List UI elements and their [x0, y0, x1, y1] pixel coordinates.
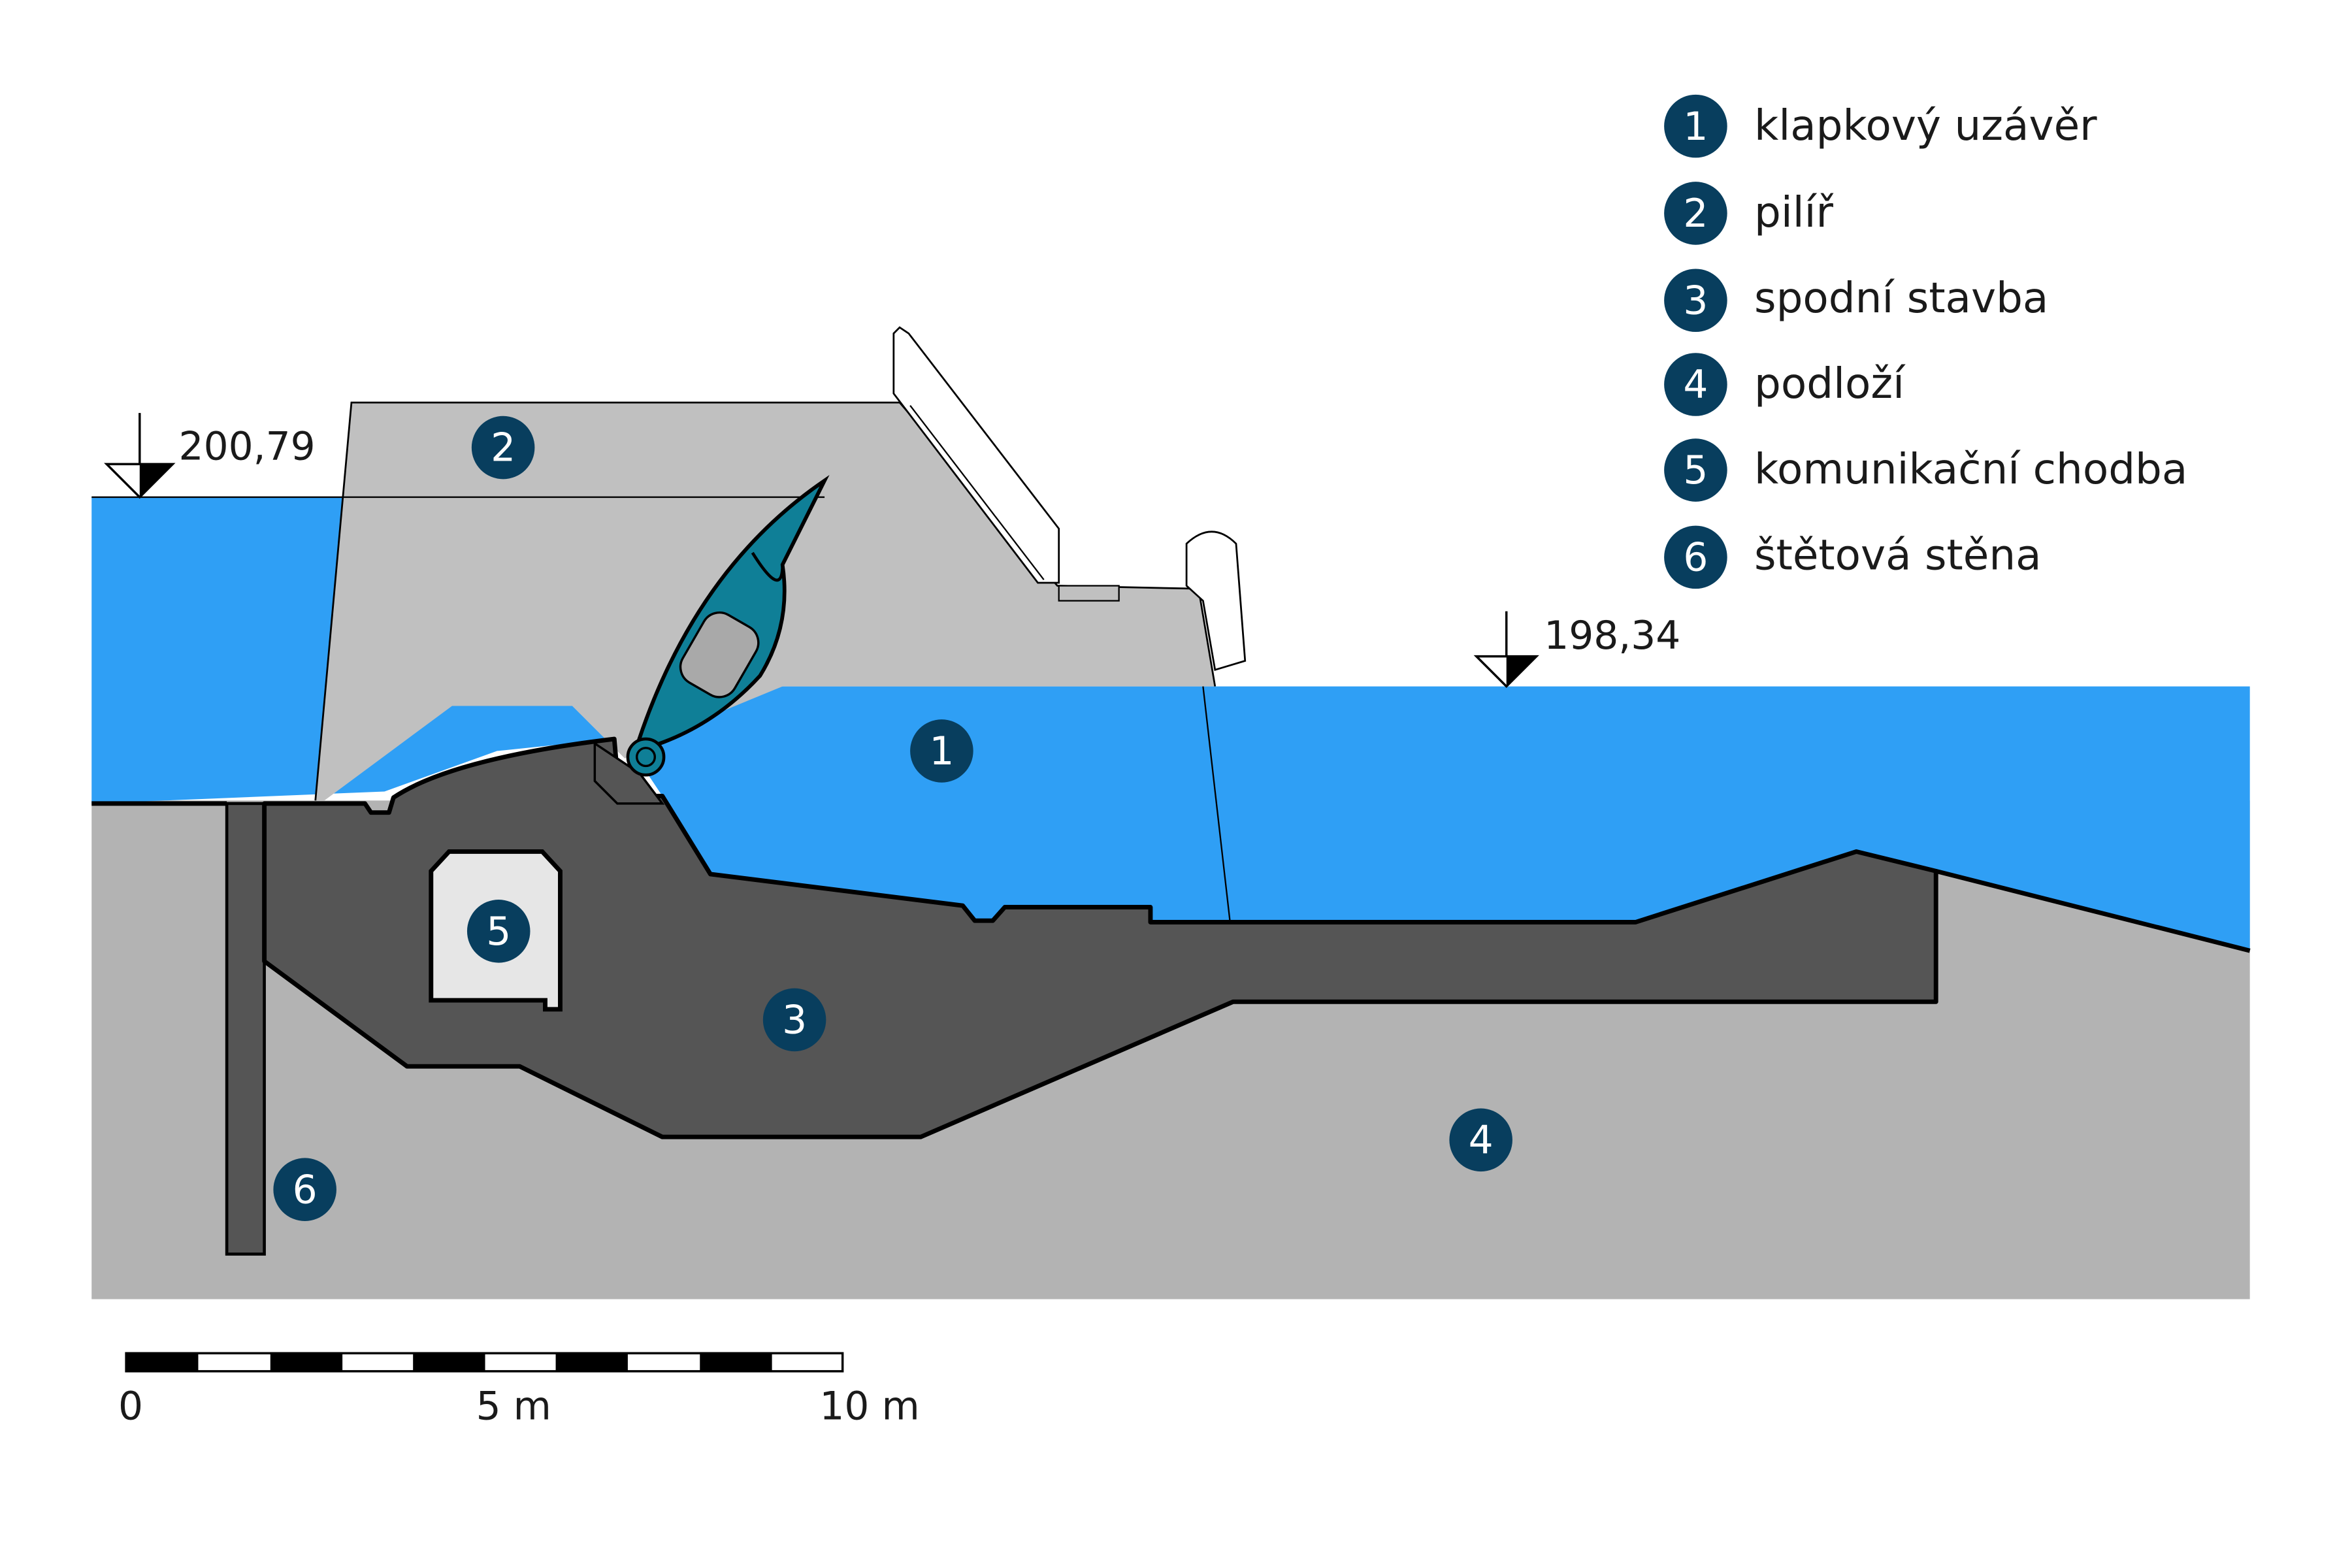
marker-3: 3: [762, 988, 826, 1052]
scale-bar: 0 5 m 10 m: [118, 1352, 920, 1429]
svg-text:4: 4: [1469, 1119, 1494, 1164]
svg-text:štětová stěna: štětová stěna: [1754, 531, 2042, 580]
downstream-elevation-marker: 198,34: [1473, 611, 1680, 689]
svg-text:3: 3: [782, 998, 807, 1043]
pier-downstream-edge: [1202, 686, 1231, 923]
railing-post: [909, 404, 1045, 581]
scale-label-0: 0: [118, 1384, 143, 1429]
svg-text:komunikační chodba: komunikační chodba: [1754, 445, 2187, 494]
svg-text:spodní stavba: spodní stavba: [1754, 274, 2048, 323]
gate-seat: [593, 741, 665, 805]
sheet-pile-wall: [225, 802, 266, 1256]
legend-item: 6 štětová stěna: [1664, 525, 2042, 589]
legend-item: 3 spodní stavba: [1664, 269, 2048, 333]
svg-text:podloží: podloží: [1754, 359, 1906, 408]
substructure: [262, 736, 1938, 1139]
svg-text:2: 2: [1683, 191, 1708, 237]
svg-text:5: 5: [486, 909, 511, 955]
downstream-handrail: [1185, 531, 1247, 672]
svg-text:1: 1: [929, 729, 954, 774]
marker-2: 2: [471, 416, 535, 480]
marker-6: 6: [273, 1158, 336, 1221]
flap-gate: [626, 475, 830, 777]
upstream-elevation-label: 200,79: [179, 424, 316, 469]
svg-text:1: 1: [1683, 105, 1708, 150]
svg-text:6: 6: [1683, 536, 1708, 581]
legend-item: 1 klapkový uzávěr: [1664, 94, 2097, 158]
svg-text:pilíř: pilíř: [1754, 188, 1833, 237]
downstream-elevation-label: 198,34: [1544, 613, 1680, 659]
downstream-water: [632, 686, 2250, 951]
downstream-bed: [1935, 868, 2251, 953]
scale-label-5: 5 m: [476, 1384, 551, 1429]
marker-4: 4: [1449, 1108, 1512, 1172]
legend: 1 klapkový uzávěr 2 pilíř 3 spodní stavb…: [1664, 94, 2187, 589]
svg-text:5: 5: [1683, 448, 1708, 493]
svg-text:6: 6: [293, 1168, 318, 1213]
legend-item: 5 komunikační chodba: [1664, 438, 2187, 502]
svg-text:2: 2: [491, 426, 515, 471]
svg-text:3: 3: [1683, 278, 1708, 323]
pier-notch: [1058, 585, 1120, 602]
legend-item: 2 pilíř: [1664, 182, 1834, 245]
scale-label-10: 10 m: [819, 1384, 919, 1429]
railing: [892, 326, 1060, 584]
marker-1: 1: [910, 719, 973, 783]
legend-item: 4 podloží: [1664, 353, 1906, 416]
upstream-elevation-marker: 200,79: [104, 413, 316, 499]
svg-text:4: 4: [1683, 363, 1708, 408]
marker-5: 5: [466, 900, 531, 963]
svg-text:klapkový uzávěr: klapkový uzávěr: [1754, 101, 2097, 150]
